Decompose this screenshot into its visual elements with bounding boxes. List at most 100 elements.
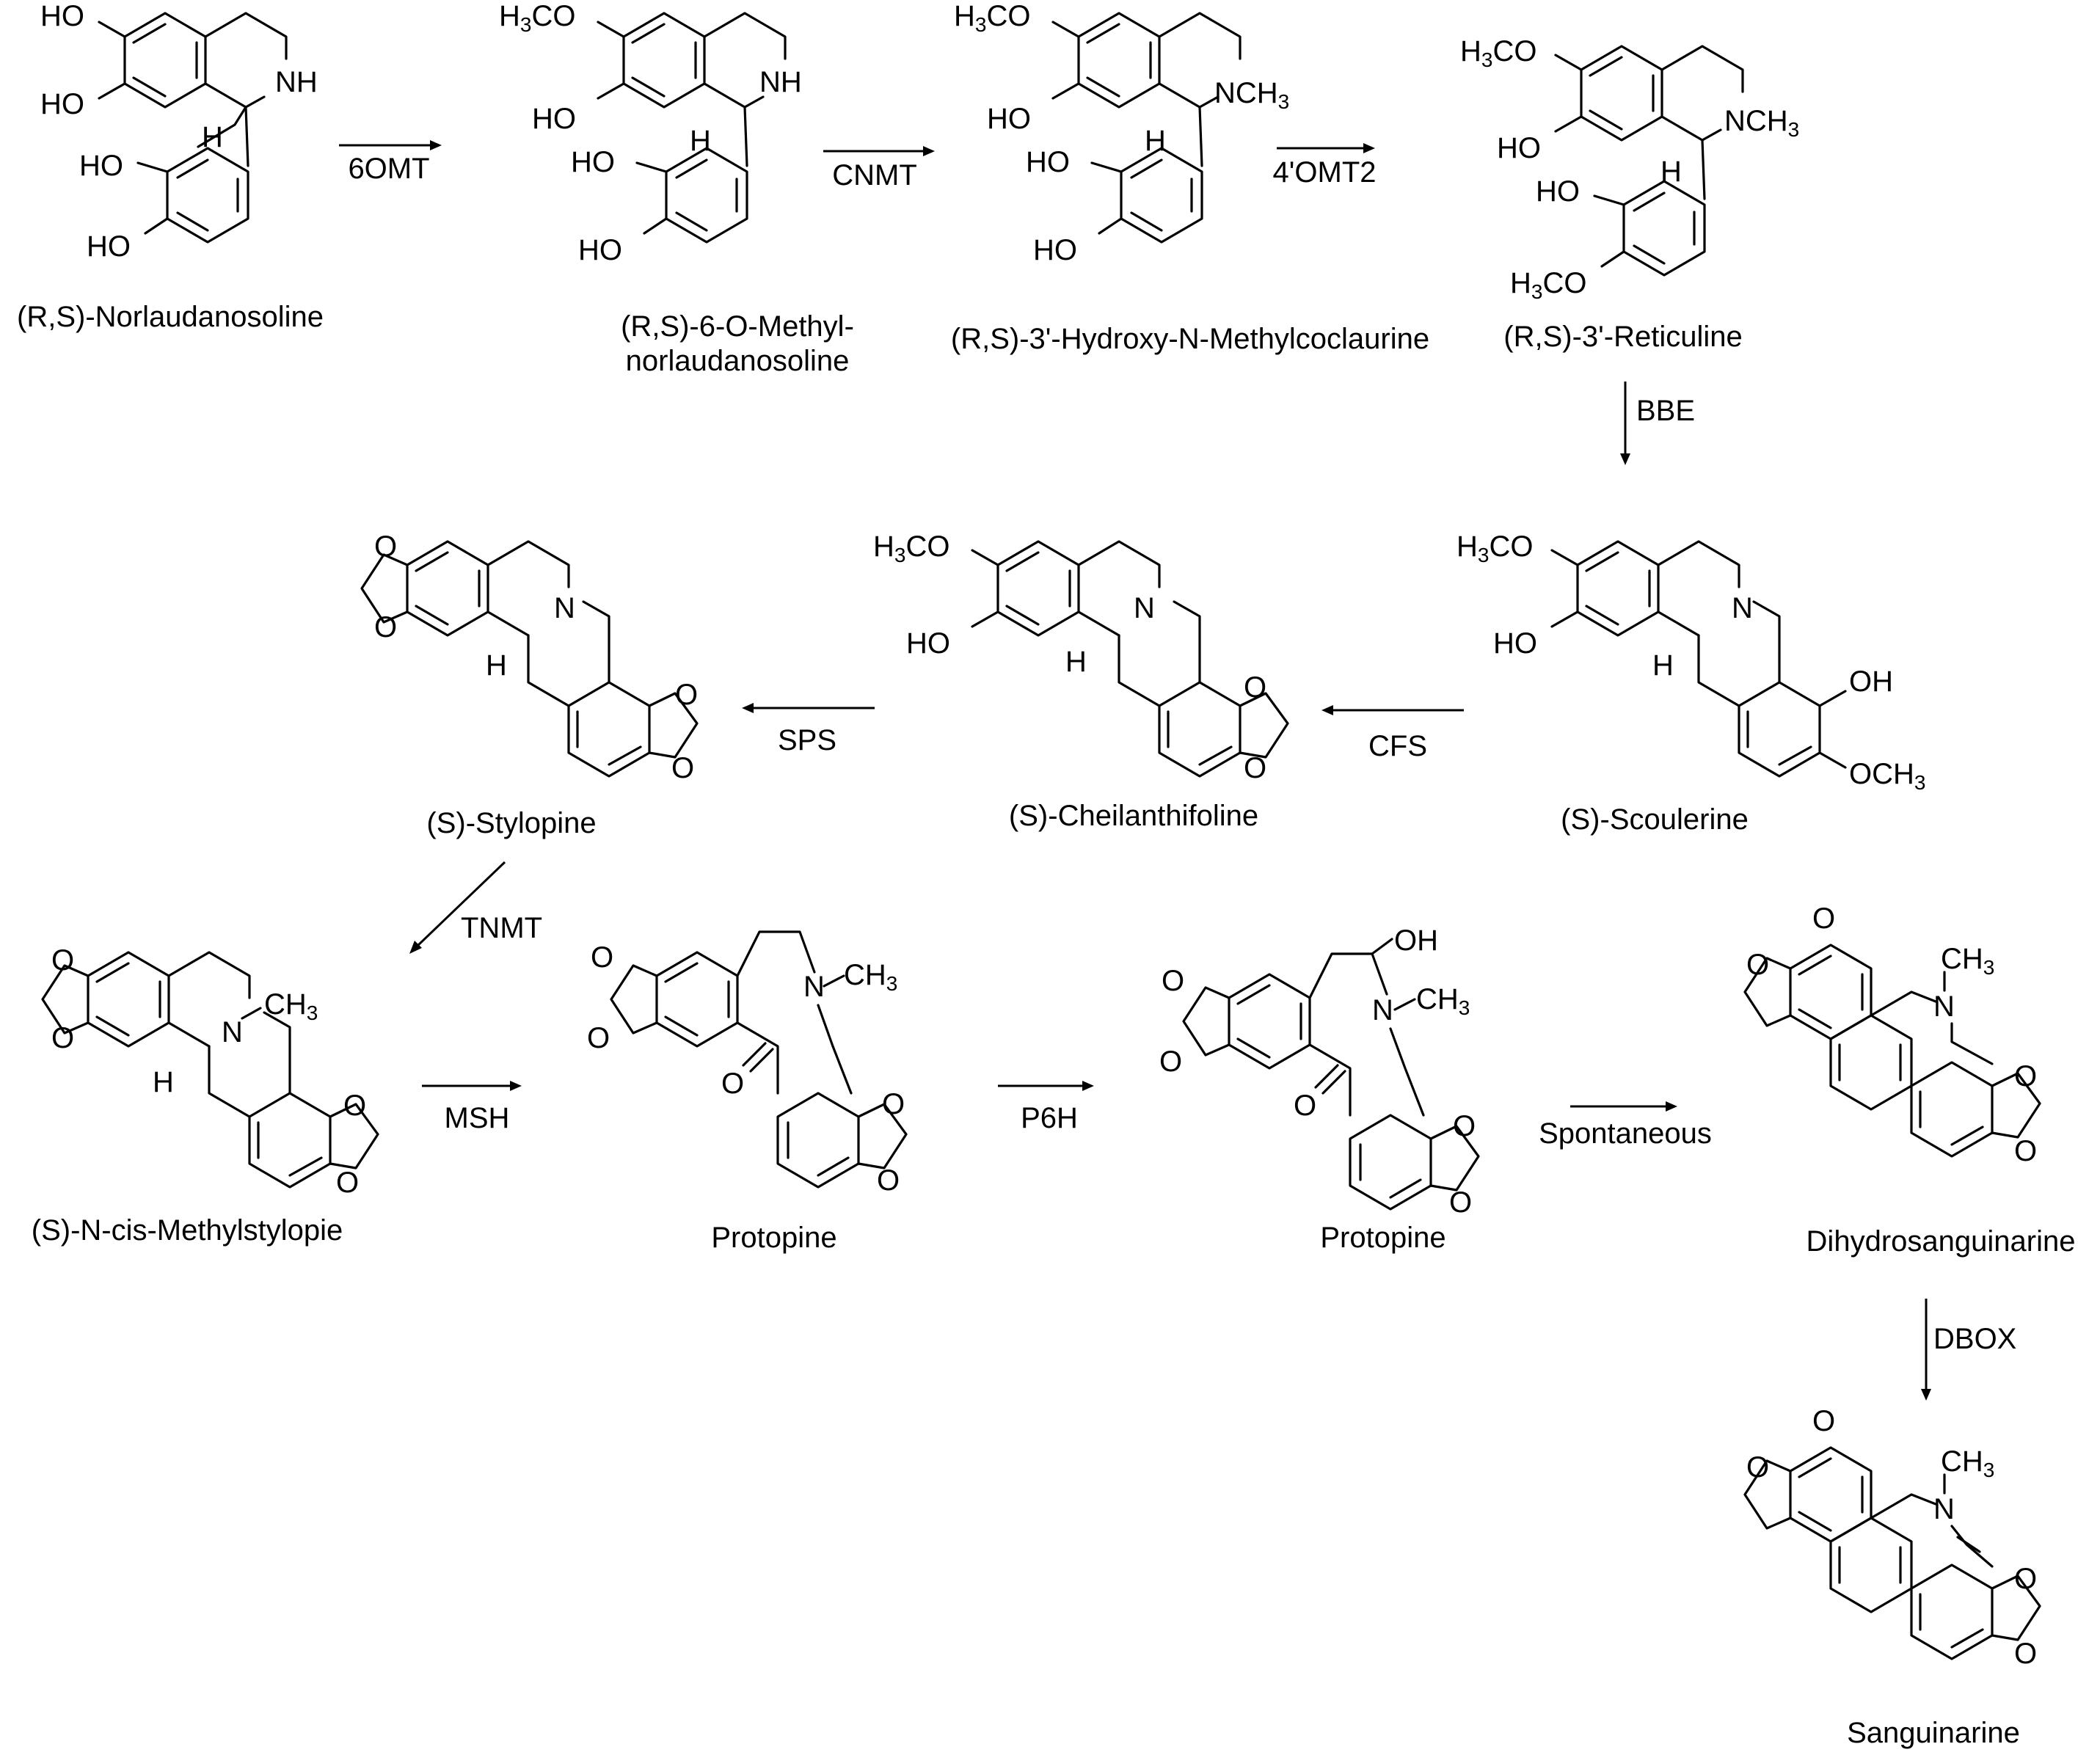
atom-h3co: H3CO [873, 530, 949, 566]
atom-o: O [721, 1068, 744, 1100]
atom-ho: HO [1536, 175, 1580, 208]
compound-label: (R,S)-3'-Hydroxy-N-Methylcoclaurine [951, 323, 1429, 355]
atom-o: O [877, 1164, 900, 1197]
enzyme-label: BBE [1636, 395, 1695, 427]
atom-o: O [336, 1167, 359, 1199]
atom-n: N [803, 971, 825, 1003]
compound-label: (S)-Stylopine [426, 807, 596, 839]
reaction-arrow-bbe [1620, 382, 1630, 465]
atom-o: O [882, 1088, 905, 1120]
structure-methylstylopine: O O N CH3 H O O [41, 944, 379, 1199]
structure-cheilanthifoline: H3CO HO N H O O [873, 530, 1289, 784]
compound-label: (S)-Scoulerine [1561, 803, 1749, 836]
atom-o: O [343, 1090, 366, 1122]
atom-h3co: H3CO [1510, 267, 1586, 303]
atom-ho: HO [987, 103, 1031, 135]
enzyme-label: DBOX [1933, 1323, 2016, 1355]
atom-oh: OH [1849, 665, 1893, 698]
enzyme-label: Spontaneous [1539, 1117, 1712, 1150]
reaction-arrow-sps [742, 703, 875, 713]
atom-n: N [222, 1016, 243, 1048]
atom-o: O [591, 941, 613, 974]
compound-label: (R,S)-Norlaudanosoline [17, 301, 324, 333]
enzyme-label: SPS [778, 724, 836, 756]
structure-methylnorlaudanosoline: H3CO HO NH H HO HO [499, 0, 802, 266]
structure-scoulerine: H3CO HO N H OH OCH3 [1456, 530, 1925, 794]
atom-ch3: CH3 [264, 988, 318, 1024]
atom-ho: HO [578, 234, 622, 266]
reaction-arrow-6omt [339, 140, 442, 150]
reaction-arrow-spontaneous [1570, 1101, 1677, 1112]
compound-label: Sanguinarine [1847, 1717, 2020, 1749]
atom-o: O [2014, 1060, 2037, 1092]
compound-label: (S)-N-cis-Methylstylopie [32, 1214, 343, 1247]
reaction-arrow-cfs [1321, 705, 1464, 715]
atom-ho: HO [1026, 146, 1070, 178]
atom-nch3: NCH3 [1214, 77, 1289, 113]
enzyme-label: P6H [1021, 1102, 1078, 1134]
atom-o: O [1453, 1110, 1476, 1142]
reaction-arrow-tnmt [409, 861, 506, 954]
compound-label: (S)-Cheilanthifoline [1009, 800, 1258, 832]
atom-nh: NH [275, 66, 318, 98]
atom-o: O [51, 1022, 74, 1054]
atom-o: O [374, 611, 397, 643]
enzyme-label: 4'OMT2 [1273, 156, 1377, 189]
compound-label: Dihydrosanguinarine [1806, 1225, 2076, 1258]
enzyme-label: CFS [1368, 730, 1427, 762]
atom-o: O [1812, 902, 1835, 935]
atom-ho: HO [79, 150, 123, 182]
atom-o: O [2014, 1135, 2037, 1167]
atom-h: H [1652, 649, 1674, 682]
atom-oh: OH [1394, 924, 1438, 957]
reaction-arrow-p6h [998, 1081, 1094, 1091]
atom-ch3: CH3 [1941, 1445, 1994, 1481]
compound-label: (R,S)-3'-Reticuline [1503, 321, 1743, 353]
compound-label: Protopine [711, 1222, 836, 1254]
atom-o: O [2014, 1563, 2037, 1595]
atom-h: H [153, 1066, 174, 1098]
atom-och3: OCH3 [1849, 758, 1925, 794]
enzyme-label: TNMT [461, 912, 542, 944]
atom-o: O [1159, 1046, 1182, 1078]
reaction-arrow-cnmt [823, 146, 935, 156]
atom-ho: HO [1033, 234, 1077, 266]
atom-n: N [1933, 1493, 1955, 1525]
structure-protopine-hydroxy: O O OH N CH3 O O O [1159, 924, 1480, 1219]
enzyme-label: CNMT [832, 159, 917, 191]
atom-o: O [1746, 949, 1769, 981]
atom-ho: HO [40, 0, 84, 32]
atom-o: O [1449, 1186, 1472, 1219]
atom-ho: HO [571, 146, 615, 178]
atom-h: H [1065, 646, 1087, 678]
atom-n: N [554, 592, 575, 624]
atom-o: O [1244, 752, 1266, 784]
atom-h: H [1660, 156, 1682, 188]
atom-o: O [1244, 671, 1266, 704]
atom-n: N [1372, 994, 1393, 1026]
atom-h3co: H3CO [499, 0, 575, 36]
atom-ho: HO [906, 627, 950, 660]
atom-ho: HO [1493, 627, 1537, 660]
structure-norlaudanosoline: HO HO NH H HO HO [40, 0, 318, 263]
atom-o: O [671, 752, 694, 784]
enzyme-label: 6OMT [348, 153, 429, 185]
structure-protopine: O O N CH3 O O O [587, 930, 908, 1197]
enzyme-label: MSH [445, 1102, 510, 1134]
atom-nh: NH [759, 66, 802, 98]
structure-sanguinarine: O O N CH3 O O [1743, 1405, 2041, 1670]
atom-h3co: H3CO [1456, 530, 1533, 566]
atom-o: O [1746, 1451, 1769, 1484]
compound-label: (R,S)-6-O-Methyl- [621, 310, 854, 343]
atom-n: N [1134, 592, 1155, 624]
atom-h: H [486, 649, 507, 682]
atom-h3co: H3CO [954, 0, 1030, 36]
structure-hydroxymethylcoclaurine: H3CO HO NCH3 H HO HO [954, 0, 1289, 266]
atom-ho: HO [87, 230, 131, 263]
structure-reticuline: H3CO HO NCH3 H HO H3CO [1460, 35, 1799, 303]
atom-ho: HO [532, 103, 576, 135]
atom-nch3: NCH3 [1724, 105, 1799, 141]
atom-n: N [1732, 592, 1753, 624]
atom-h3co: H3CO [1460, 35, 1536, 71]
